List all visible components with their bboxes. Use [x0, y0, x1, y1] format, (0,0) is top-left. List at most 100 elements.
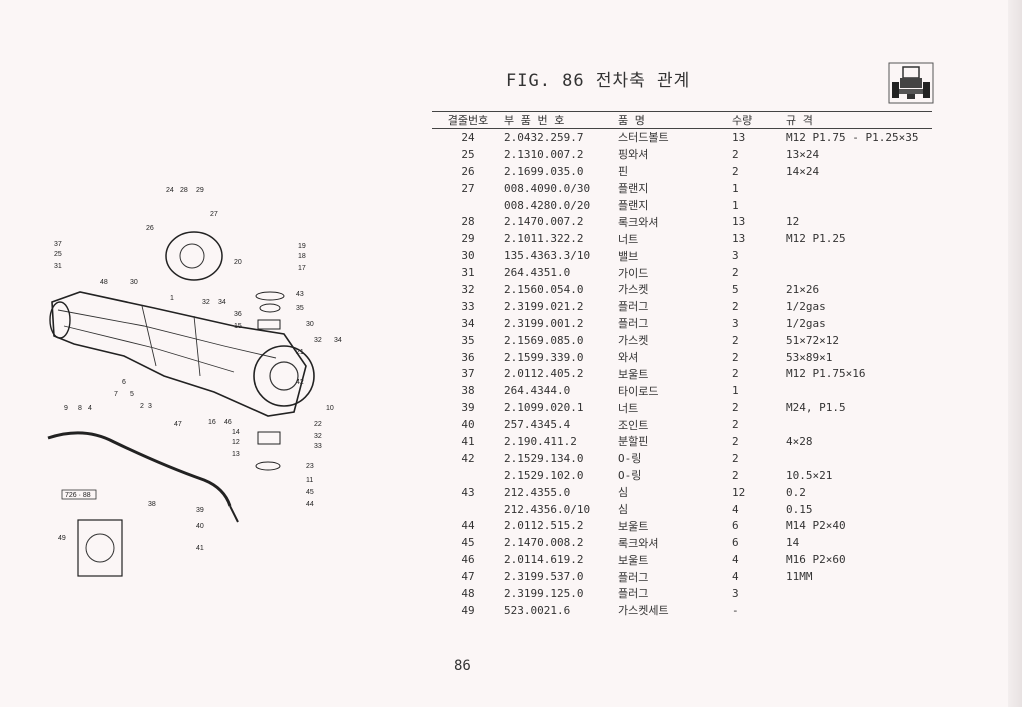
part-name-cell: 조인트	[618, 418, 649, 432]
callout-16: 16	[208, 419, 216, 426]
quantity-cell: 13	[732, 232, 746, 246]
quantity-cell: 1	[732, 198, 739, 212]
spec-cell: 11MM	[786, 570, 813, 584]
part-number-cell: 2.1099.020.1	[504, 401, 584, 415]
spec-cell: 53×89×1	[786, 350, 833, 364]
part-name-cell: O-링	[618, 452, 642, 466]
figure-title: FIG. 86 전차축 관계	[506, 71, 691, 91]
callout-1: 1	[170, 295, 174, 302]
callout-32: 32	[314, 337, 322, 344]
part-number-cell: 212.4355.0	[504, 485, 571, 499]
part-name-cell: 너트	[618, 401, 639, 415]
part-name-cell: 핑와셔	[618, 148, 649, 162]
callout-4: 4	[88, 405, 92, 412]
hub-flange	[253, 345, 315, 407]
ref-cell: 42	[461, 451, 475, 465]
part-number-cell: 2.1310.007.2	[504, 147, 584, 161]
spec-cell: 12	[786, 215, 800, 229]
quantity-cell: 6	[732, 536, 739, 550]
tractor-front-view-icon	[888, 62, 934, 104]
spec-cell	[786, 450, 932, 467]
callout-29: 29	[196, 187, 204, 194]
ref-cell	[432, 501, 504, 518]
callout-3: 3	[148, 403, 152, 410]
header-ref: 결줄번호	[432, 111, 504, 129]
callout-42: 42	[296, 379, 304, 386]
spec-cell: M12 P1.75 - P1.25×35	[786, 130, 919, 144]
part-number-cell: 008.4090.0/30	[504, 181, 591, 195]
callout-48: 48	[100, 279, 108, 286]
spec-cell	[786, 264, 932, 281]
spec-cell: 14	[786, 536, 800, 550]
drive-flange-inner	[179, 243, 205, 269]
part-name-cell: 플러그	[618, 300, 649, 314]
quantity-cell: 3	[732, 249, 739, 263]
hub-center	[269, 361, 299, 391]
callout-30: 30	[130, 279, 138, 286]
spec-cell	[786, 247, 932, 264]
callout-7: 7	[114, 391, 118, 398]
header-part-no: 부 품 번 호	[504, 111, 618, 129]
spec-cell: 51×72×12	[786, 333, 839, 347]
part-number-cell: 2.0114.619.2	[504, 553, 584, 567]
part-number-cell: 2.0432.259.7	[504, 130, 584, 144]
callout-19: 19	[298, 243, 306, 250]
ref-cell	[432, 467, 504, 484]
callout-23: 23	[306, 463, 314, 470]
callout-22: 22	[314, 421, 322, 428]
callout-43: 43	[296, 291, 304, 298]
callout-14: 14	[232, 429, 240, 436]
part-number-cell: 2.3199.001.2	[504, 316, 584, 330]
callout-21: 21	[296, 349, 304, 356]
callout-38: 38	[148, 501, 156, 508]
ref-cell: 36	[461, 350, 475, 364]
quantity-cell: 4	[732, 553, 739, 567]
part-number-cell: 2.1470.008.2	[504, 536, 584, 550]
ref-cell: 28	[461, 215, 475, 229]
quantity-cell: 2	[732, 418, 739, 432]
callout-25: 25	[54, 251, 62, 258]
ref-cell: 27	[461, 181, 475, 195]
part-name-cell: 보울트	[618, 553, 649, 567]
gasket-43	[255, 291, 285, 301]
ref-cell: 40	[461, 418, 475, 432]
ref-cell: 43	[461, 485, 475, 499]
part-number-cell: 264.4344.0	[504, 384, 571, 398]
housing-end-cap	[49, 301, 71, 339]
page-edge	[1008, 0, 1022, 707]
header-spec: 규 격	[786, 111, 932, 129]
quantity-cell: 1	[732, 181, 739, 195]
part-name-cell: 분할핀	[618, 435, 649, 449]
diagram-tag-box	[61, 489, 97, 500]
part-name-cell: 와셔	[618, 351, 639, 365]
spec-cell	[786, 197, 932, 214]
callout-5: 5	[130, 391, 134, 398]
axle-housing	[51, 291, 307, 417]
part-number-cell: 2.1569.085.0	[504, 333, 584, 347]
part-name-cell: 너트	[618, 232, 639, 246]
part-number-cell: 2.1529.134.0	[504, 451, 584, 465]
ref-cell: 45	[461, 536, 475, 550]
tie-rod	[47, 431, 232, 507]
part-name-cell: 보울트	[618, 519, 649, 533]
spec-cell: M12 P1.75×16	[786, 367, 866, 381]
ref-cell: 34	[461, 316, 475, 330]
quantity-cell: 6	[732, 519, 739, 533]
ref-cell: 26	[461, 164, 475, 178]
part-name-cell: 플랜지	[618, 182, 649, 196]
spec-cell: 14×24	[786, 164, 820, 178]
part-number-cell: 2.3199.537.0	[504, 570, 584, 584]
ref-cell: 33	[461, 299, 475, 313]
header-qty: 수량	[732, 111, 786, 129]
part-name-cell: 심	[618, 503, 629, 517]
